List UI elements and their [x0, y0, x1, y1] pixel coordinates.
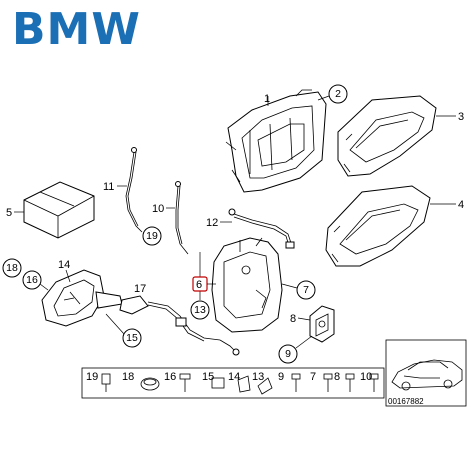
callout-1: 1	[264, 93, 270, 105]
callout-5: 5	[6, 207, 12, 219]
callout-4: 4	[458, 199, 464, 211]
diagram-code: 00167882	[388, 397, 424, 406]
callout-7-circle	[296, 280, 316, 300]
door-lock-actuator-part[interactable]	[211, 237, 283, 333]
callout-15: 15	[126, 332, 138, 344]
callout-10: 10	[152, 203, 164, 215]
door-handle-bracket-part[interactable]	[225, 89, 327, 193]
part-12-cable[interactable]	[228, 208, 295, 249]
fastener-strip-frame	[81, 367, 385, 399]
screw-icon[interactable]	[179, 373, 191, 392]
bolt-icon-2[interactable]	[323, 373, 333, 392]
part-11-rod[interactable]	[125, 147, 143, 233]
outer-door-handle-lower-part[interactable]	[325, 185, 431, 267]
callout-16: 16	[26, 274, 38, 286]
grommet-icon[interactable]	[140, 377, 160, 391]
strip-label-19: 19	[86, 371, 98, 383]
strip-label-16: 16	[164, 371, 176, 383]
strip-label-10: 10	[360, 371, 372, 383]
plug-icon[interactable]	[257, 377, 273, 395]
callout-19a-circle	[142, 226, 162, 246]
strip-label-13: 13	[252, 371, 264, 383]
callout-18-circle	[2, 258, 22, 278]
car-thumbnail-icon	[391, 359, 463, 391]
callout-2: 2	[335, 88, 341, 100]
callout-13: 13	[194, 304, 206, 316]
part-17-cable-assembly[interactable]	[119, 295, 240, 356]
bolt-icon-3[interactable]	[345, 373, 355, 392]
callout-17: 17	[134, 283, 146, 295]
outer-door-handle-part[interactable]	[337, 95, 437, 177]
callout-2-circle	[328, 84, 348, 104]
callout-16-circle	[22, 270, 42, 290]
callout-18: 18	[6, 262, 18, 274]
bolt-icon[interactable]	[291, 373, 301, 392]
callout-7: 7	[303, 284, 309, 296]
screw-icon-2[interactable]	[369, 373, 379, 392]
callout-12: 12	[206, 217, 218, 229]
strip-label-14: 14	[228, 371, 240, 383]
callout-14: 14	[58, 259, 70, 271]
fastener-strip: 19 18 16 15 14 13 9 7 8 10	[86, 371, 379, 395]
callout-3: 3	[458, 111, 464, 123]
strip-label-15: 15	[202, 371, 214, 383]
part-14-handle-cover[interactable]	[41, 269, 123, 327]
bmw-logo-text: BMW	[12, 4, 141, 55]
callout-6: 6	[196, 279, 202, 291]
car-thumbnail-frame	[385, 339, 467, 407]
strip-label-9: 9	[278, 371, 284, 383]
callout-8: 8	[290, 313, 296, 325]
callout-9: 9	[285, 348, 291, 360]
callout-9-circle	[278, 344, 298, 364]
clip-icon[interactable]	[101, 373, 111, 392]
nut-icon[interactable]	[211, 377, 225, 389]
callout-11: 11	[103, 181, 114, 193]
strip-label-8: 8	[334, 371, 340, 383]
clip-nut-icon[interactable]	[237, 375, 251, 393]
part-10-rod[interactable]	[175, 181, 189, 255]
strip-label-18: 18	[122, 371, 134, 383]
part-8-striker[interactable]	[309, 305, 335, 343]
callout-19a: 19	[146, 230, 158, 242]
part-5-box[interactable]	[23, 181, 95, 239]
callout-15-circle	[122, 328, 142, 348]
callout-13-circle	[190, 300, 210, 320]
strip-label-7: 7	[310, 371, 316, 383]
